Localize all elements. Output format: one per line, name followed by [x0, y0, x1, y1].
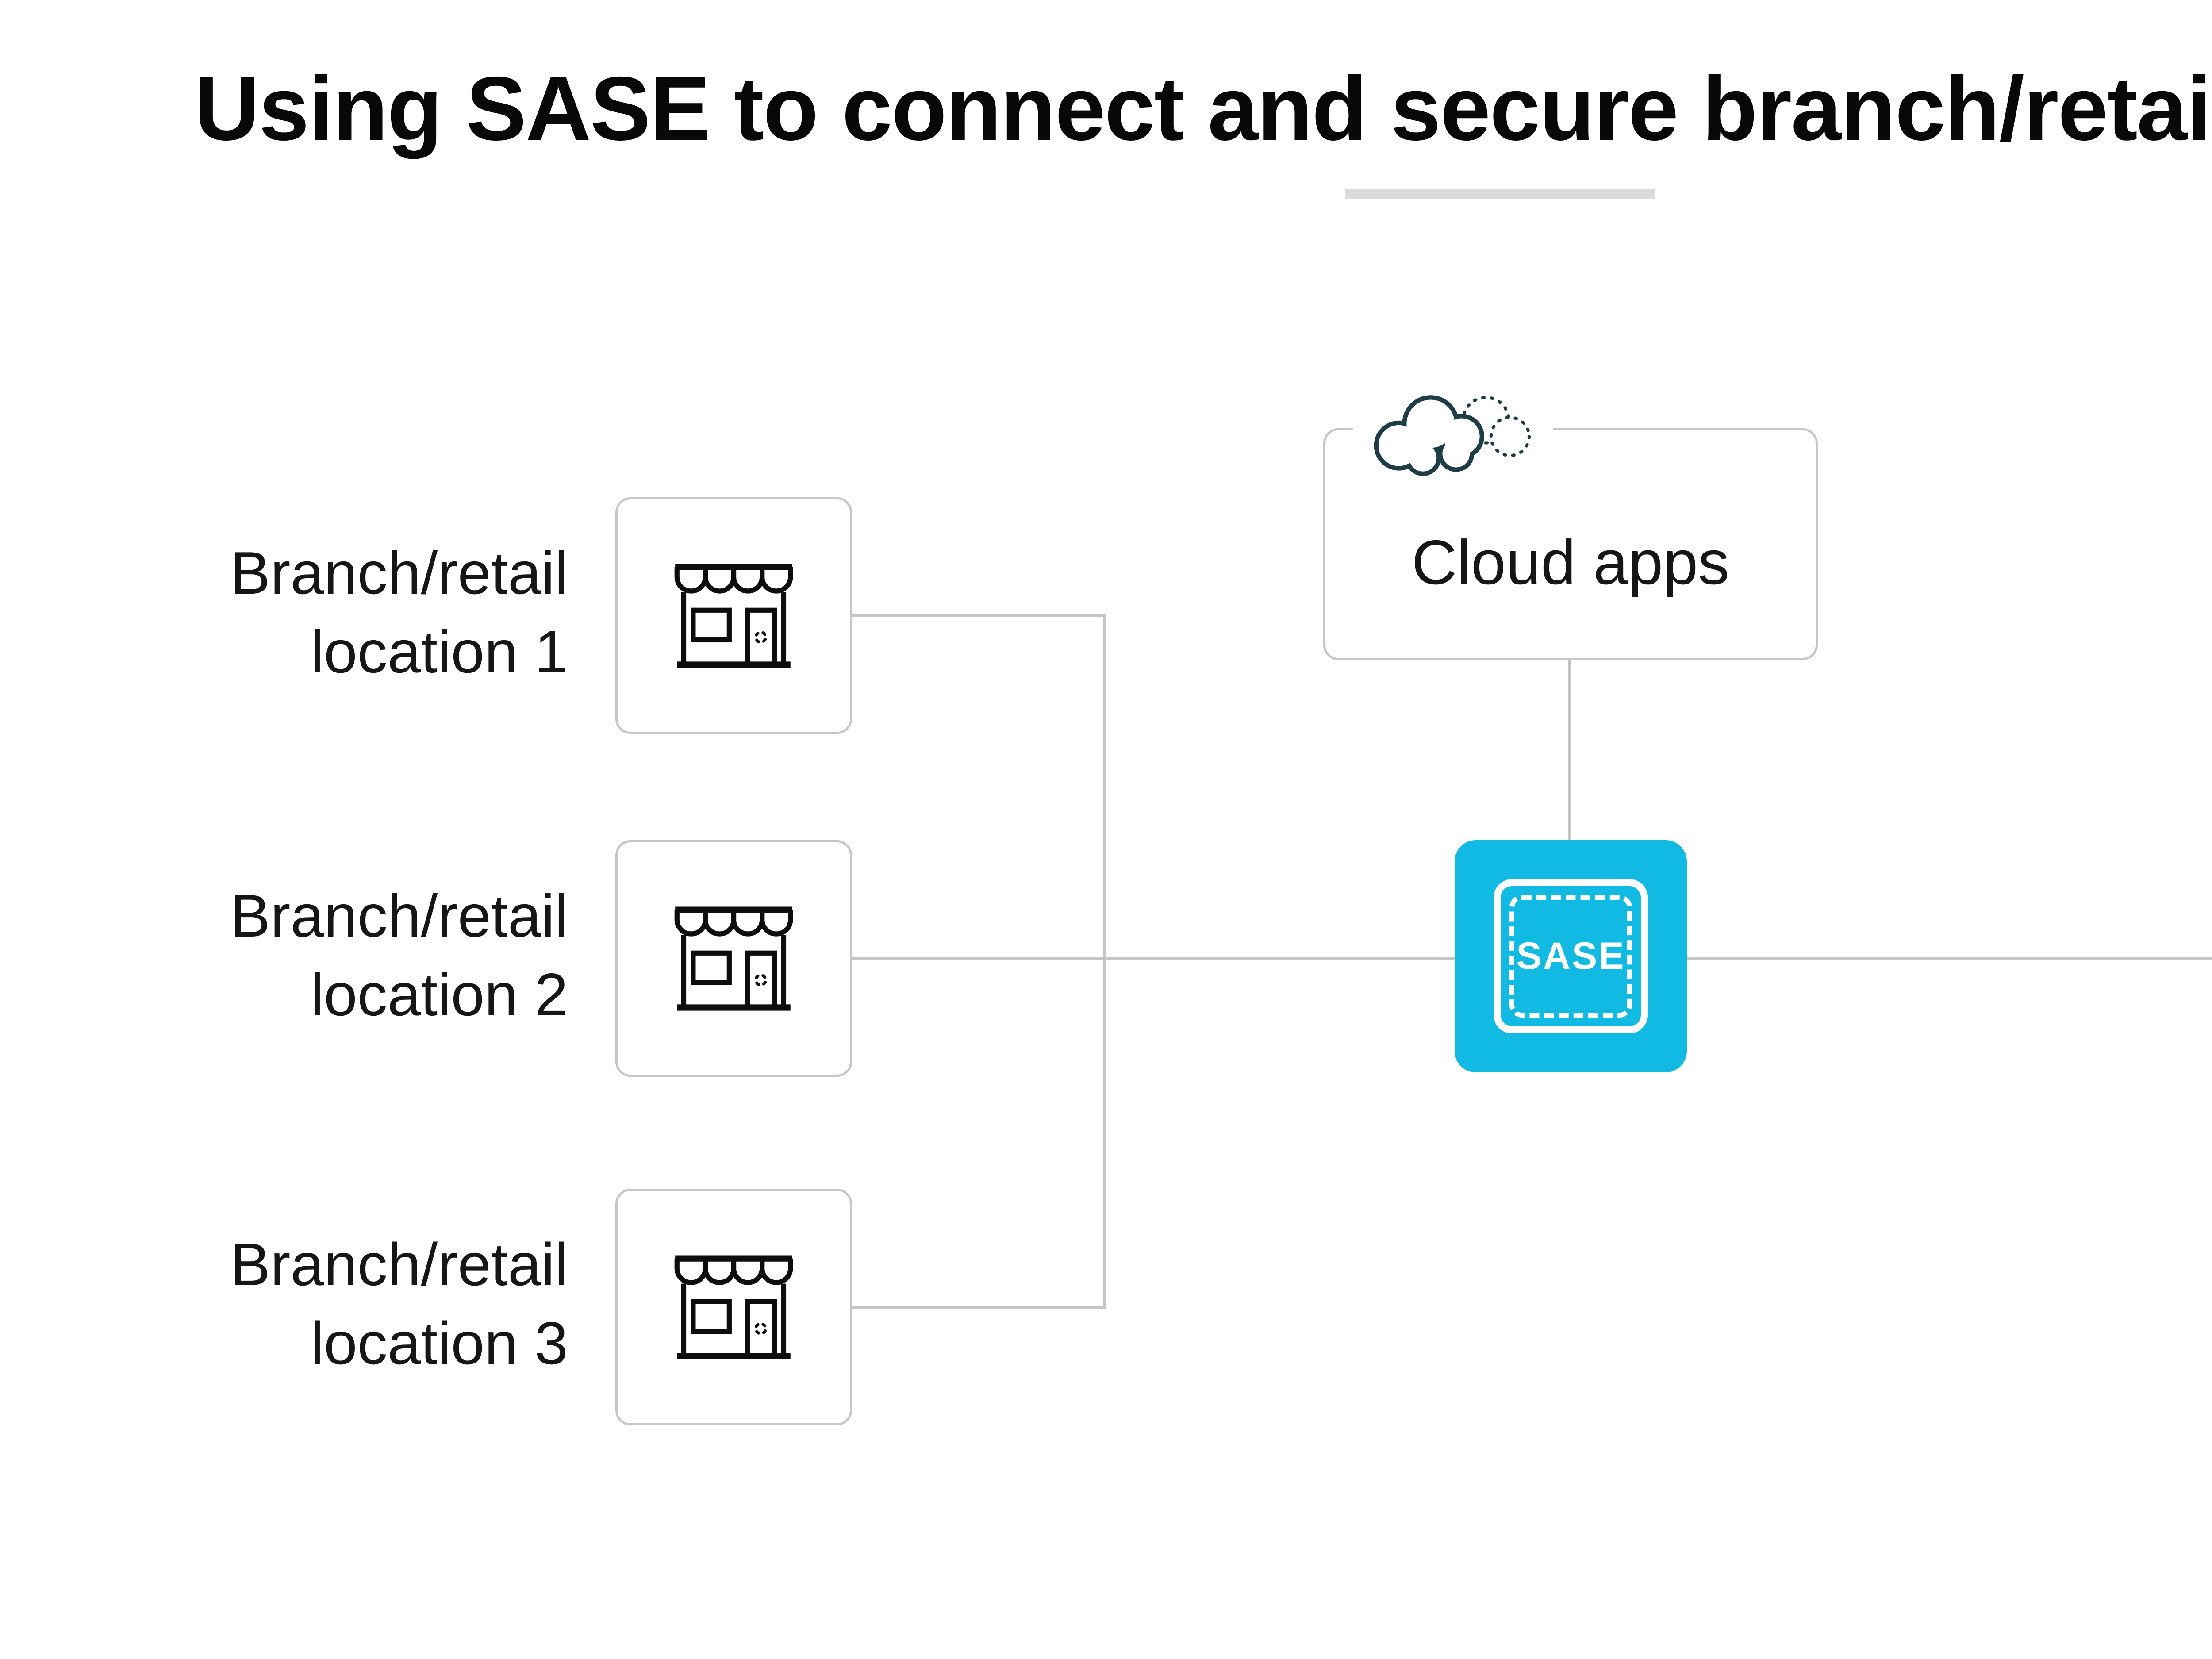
branch-2-label: Branch/retail location 2: [128, 876, 568, 1034]
branch-1-node: [615, 497, 852, 734]
connector-branch1-trunk: [852, 614, 1106, 617]
connector-trunk-vertical: [1103, 614, 1106, 1309]
connector-sase-datacenter: [1687, 957, 2212, 960]
branch-1-label-line2: location 1: [310, 618, 568, 685]
branch-2-label-line1: Branch/retail: [230, 882, 568, 949]
branch-3-node: [615, 1189, 852, 1425]
branch-3-label: Branch/retail location 3: [128, 1225, 568, 1382]
cloud-apps-node: Cloud apps: [1323, 428, 1818, 660]
sase-dashed-outline: [1509, 895, 1632, 1018]
connector-branch3-trunk: [852, 1306, 1106, 1309]
storefront-icon: [671, 903, 797, 1014]
branch-2-node: [615, 840, 852, 1077]
storefront-icon: [671, 1252, 797, 1363]
title-divider: [1345, 189, 1655, 199]
branch-1-label: Branch/retail location 1: [128, 534, 568, 691]
connector-branch2-sase: [852, 957, 1455, 960]
cloud-apps-label: Cloud apps: [1411, 527, 1730, 598]
page-title: Using SASE to connect and secure branch/…: [194, 58, 2212, 159]
sase-node: SASE: [1455, 840, 1687, 1072]
branch-3-label-line1: Branch/retail: [230, 1231, 568, 1298]
branch-2-label-line2: location 2: [310, 961, 568, 1028]
connector-cloud-sase: [1568, 659, 1571, 840]
branch-3-label-line2: location 3: [310, 1310, 568, 1377]
sase-inner-outline: [1494, 879, 1648, 1033]
sase-label: SASE: [1516, 935, 1625, 977]
storefront-icon: [671, 561, 797, 671]
cloud-icon: [1363, 387, 1540, 481]
cloud-icon-svg: [1363, 387, 1540, 481]
branch-1-label-line1: Branch/retail: [230, 539, 568, 607]
